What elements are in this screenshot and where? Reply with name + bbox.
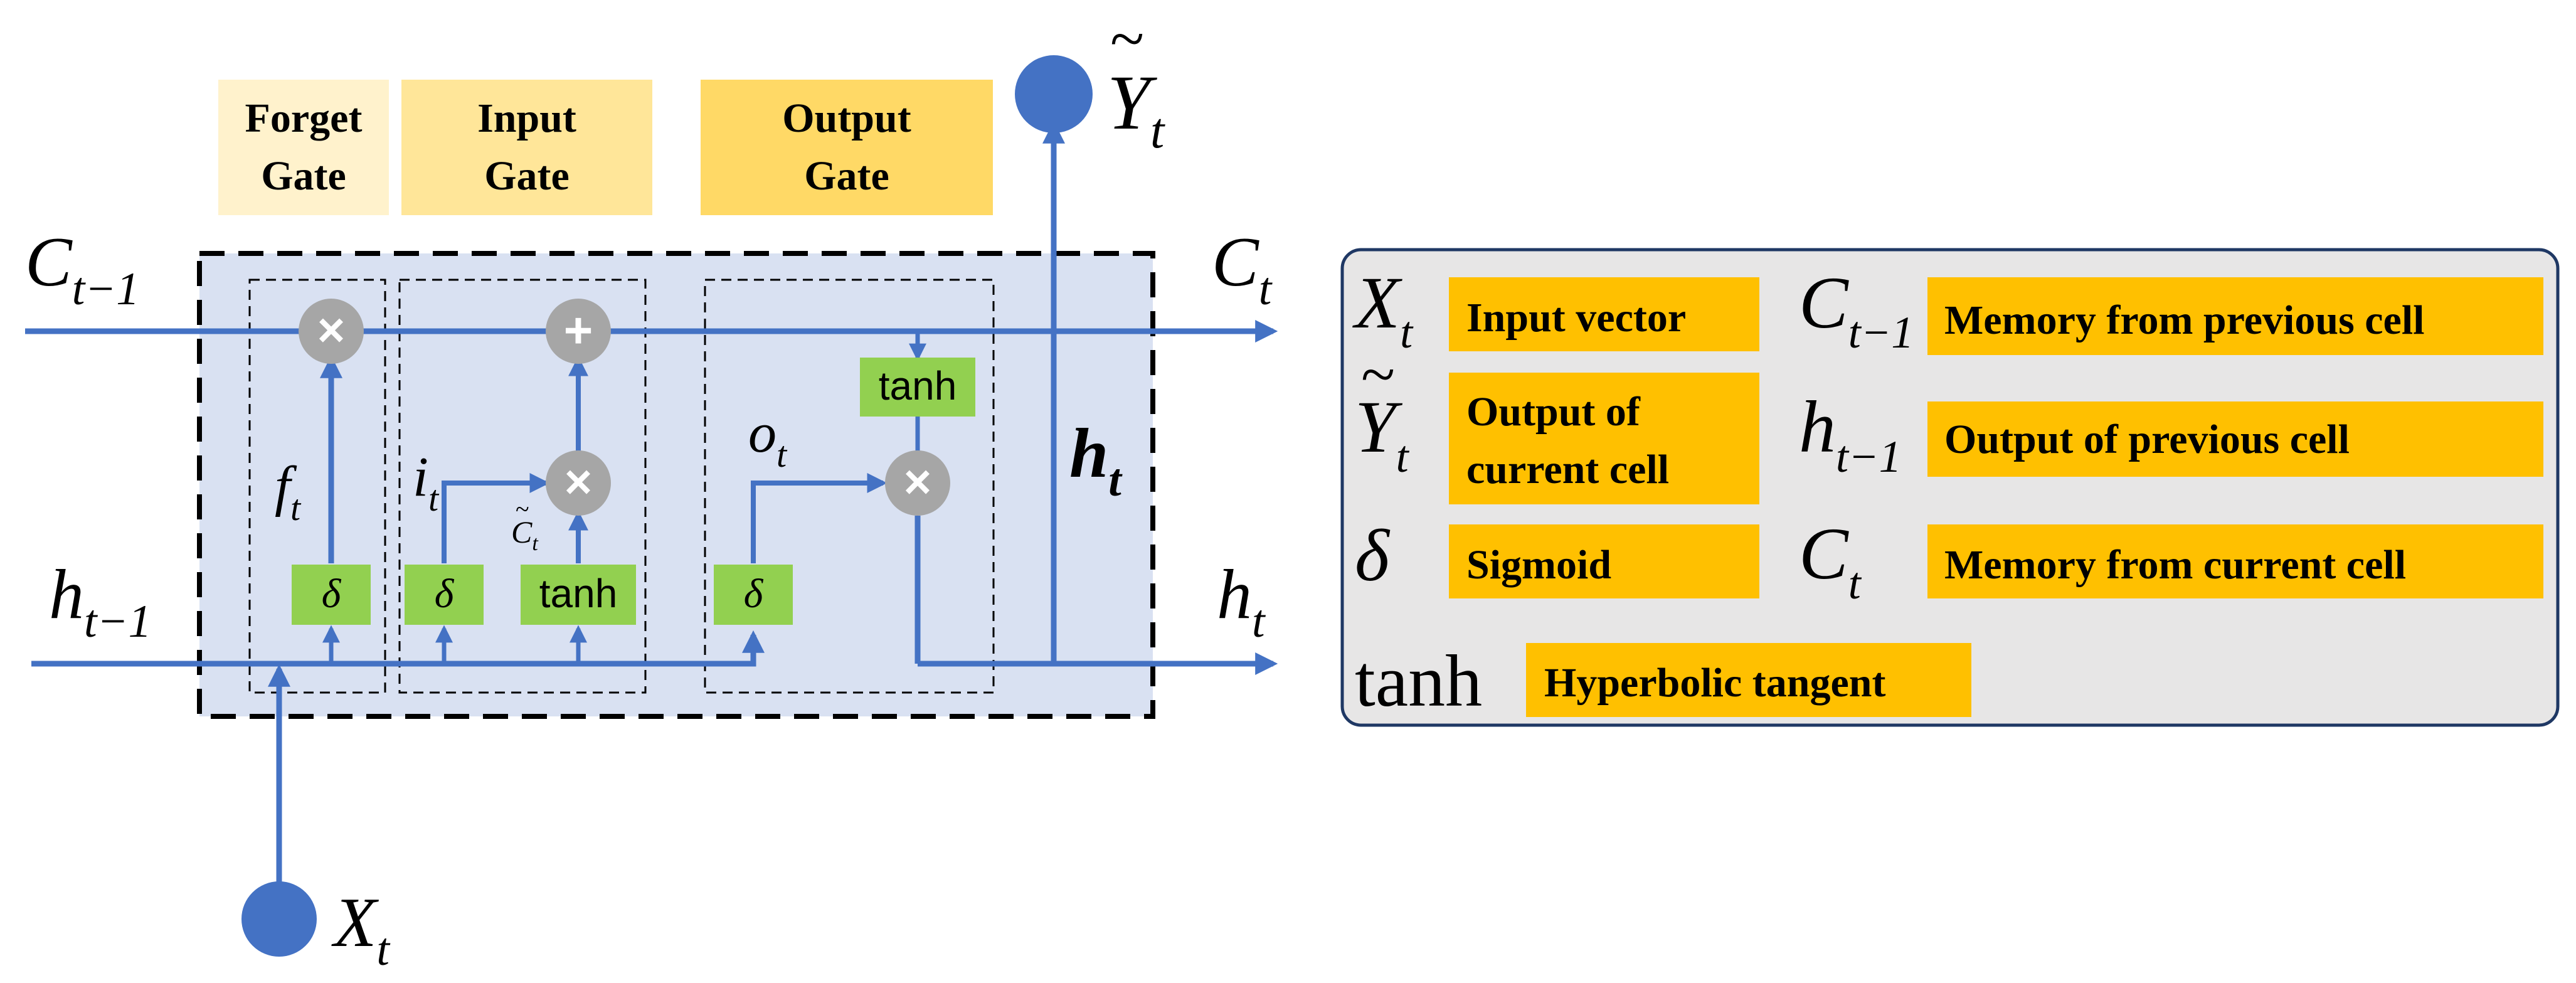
legend-label-box [1927,401,2543,477]
output-gate-box [704,279,995,694]
input-multiply-op: × [546,450,611,516]
legend-symbol-ct: Ct [1799,513,1862,608]
forget-gate-label-line2: Gate [261,153,346,199]
multiply-icon: × [564,455,592,509]
it-label: it [413,446,440,519]
ot-label: ot [748,402,788,475]
multiply-icon: × [904,455,931,509]
legend-symbol-yt: Yt [1355,386,1410,482]
forget-gate-label-line1: Forget [245,95,363,141]
legend-panel [1340,248,2560,727]
output-gate-label-line2: Gate [804,153,889,199]
legend-symbol-xt: Xt [1352,262,1414,358]
legend-label-box [1449,524,1759,598]
yt-node [1015,55,1093,133]
input-gate-label-line2: Gate [484,153,570,199]
legend-symbol-tanh: tanh [1355,640,1482,722]
ctilde-label: Ct [511,514,539,555]
forget-gate-box [248,279,386,694]
legend-label-box [1927,277,2543,355]
h-prev-label: ht−1 [49,556,152,647]
forget-gate-header [218,80,389,215]
legend-label-box [1449,277,1759,351]
legend-desc-ct: Memory from current cell [1944,542,2406,588]
forget-sigmoid-node: δ [292,565,371,625]
svg-text:tanh: tanh [539,571,618,616]
svg-text:δ: δ [322,571,342,617]
input-sigmoid-node: δ [405,565,484,625]
legend-symbol-c-prev: Ct−1 [1799,262,1914,358]
forget-multiply-op: × [299,299,364,364]
legend-label-box [1927,524,2543,598]
legend-desc-xt: Input vector [1466,295,1686,341]
legend-desc-sigmoid: Sigmoid [1466,542,1611,588]
add-op: + [546,299,611,364]
legend-symbol-sigmoid: δ [1355,514,1391,597]
ctilde-accent: ~ [516,495,529,523]
output-gate-header [701,80,993,215]
output-multiply-op: × [885,450,950,516]
svg-text:tanh: tanh [879,363,957,408]
legend-desc-h-prev: Output of previous cell [1944,417,2350,462]
input-tanh-node: tanh [521,565,636,625]
xt-node [241,881,317,957]
svg-text:δ: δ [435,571,455,617]
ht-mid-label: ht [1069,415,1123,506]
legend-symbol-yt-tilde: ~ [1361,339,1395,409]
legend-desc-yt-line1: Output of [1466,389,1641,435]
output-tanh-node: tanh [860,358,975,417]
legend-label-box [1449,373,1759,504]
input-gate-header [401,80,652,215]
svg-text:δ: δ [744,571,764,617]
ot-to-mult [751,473,888,563]
ct-label: Ct [1212,223,1273,315]
ht-output-label: ht [1217,556,1266,647]
legend-desc-yt-line2: current cell [1466,447,1669,492]
legend-label-box [1526,643,1971,717]
yt-label: Yt [1107,60,1165,159]
hidden-state-line [31,630,765,667]
xt-label: Xt [331,884,391,975]
plus-icon: + [564,302,593,358]
input-gate-box [398,279,647,694]
multiply-icon: × [317,304,345,357]
legend-desc-tanh: Hyperbolic tangent [1544,660,1885,706]
yt-tilde: ~ [1110,4,1144,73]
input-gate-label-line1: Input [477,95,576,141]
legend-symbol-h-prev: ht−1 [1799,386,1902,482]
output-sigmoid-node: δ [714,565,793,625]
legend-desc-c-prev: Memory from previous cell [1944,297,2425,343]
c-prev-label: Ct−1 [25,223,139,315]
it-to-mult [442,473,550,563]
output-gate-label-line1: Output [782,95,911,141]
